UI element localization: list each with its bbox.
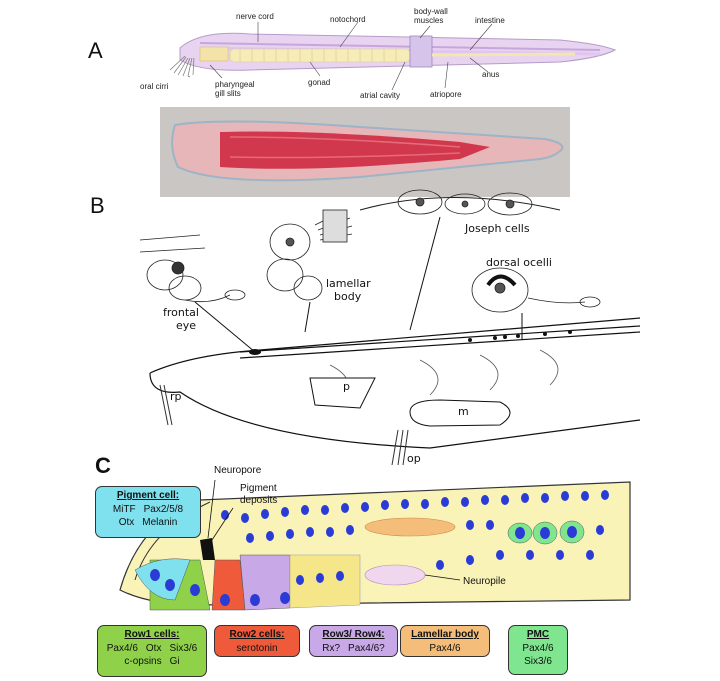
row1-title: Row1 cells: [124, 629, 180, 640]
amphioxus-photo [160, 107, 570, 197]
row1-gene-pax46: Pax4/6 [106, 643, 138, 654]
label-lamellar: lamellar [326, 277, 371, 290]
label-body: body [334, 290, 362, 303]
head-schematic [139, 189, 641, 466]
label-joseph-cells: Joseph cells [465, 222, 530, 235]
pigment-gene-pax258: Pax2/5/8 [143, 504, 184, 515]
row34-box: Row3/ Row4: Rx? Pax4/6? [309, 625, 398, 657]
m-shape [409, 399, 511, 427]
oral-cirri-shape [169, 55, 195, 77]
label-gill-slits: gill slits [215, 89, 241, 98]
label-nerve-cord: nerve cord [236, 12, 274, 21]
row2-title: Row2 cells: [229, 629, 285, 640]
nerve-cord-shape [199, 42, 601, 51]
panel-c-letter: C [95, 453, 111, 478]
lamellar-gene-pax46: Pax4/6 [429, 643, 461, 654]
dorsal-ocelli-drawing [471, 267, 601, 313]
lamellar-box: Lamellar body Pax4/6 [400, 625, 490, 657]
label-pigment: Pigment [240, 483, 277, 494]
row1-gene-copsins: c-opsins [124, 656, 162, 667]
frontal-eye-cell-map [119, 479, 631, 611]
panel-a-letter: A [88, 38, 103, 63]
label-frontal: frontal [163, 306, 199, 319]
label-pharyngeal: pharyngeal [215, 80, 255, 89]
label-body-wall: body-wall [414, 7, 448, 16]
neuropile-shape [364, 564, 426, 586]
label-intestine: intestine [475, 16, 505, 25]
head-body-outline [149, 317, 641, 449]
row1-gene-six36: Six3/6 [169, 643, 198, 654]
label-muscles: muscles [414, 16, 444, 25]
pmc-title: PMC [526, 629, 550, 640]
label-oral-cirri: oral cirri [140, 82, 169, 91]
pmc-gene-pax46: Pax4/6 [522, 643, 554, 654]
row2-box: Row2 cells: serotonin [214, 625, 300, 657]
pigment-cell-shape [134, 558, 191, 601]
gonad-row [229, 48, 411, 63]
row34-gene-pax46: Pax4/6? [348, 643, 385, 654]
body-wall-muscle-band [409, 35, 433, 68]
panel-c-pointers [207, 479, 461, 581]
row1-box: Row1 cells: Pax4/6 Otx Six3/6 c-opsins Gi [97, 625, 207, 677]
pigment-deposit [200, 538, 215, 560]
pigment-cell-title: Pigment cell: [116, 490, 180, 501]
lamellar-body-drawing [266, 209, 353, 301]
label-anus: anus [482, 70, 500, 79]
pigment-cell-box: Pigment cell: MiTF Pax2/5/8 Otx Melanin [95, 486, 201, 538]
label-dorsal-ocelli: dorsal ocelli [486, 256, 552, 269]
rp-shape [159, 384, 173, 426]
amphioxus-schematic [169, 21, 617, 91]
lamellar-body-shape [364, 517, 456, 537]
row34-gene-rx: Rx? [322, 643, 341, 654]
row1-gene-gi: Gi [169, 656, 180, 667]
row34-title: Row3/ Row4: [322, 629, 385, 640]
pmc-gene-six36: Six3/6 [524, 656, 552, 667]
fan-cells [289, 554, 361, 609]
label-rp: rp [170, 390, 182, 403]
p-shape [309, 377, 376, 409]
label-m: m [458, 405, 469, 418]
label-deposits: deposits [240, 495, 278, 506]
pigment-gene-otx: Otx [118, 517, 135, 528]
pigment-gene-melanin: Melanin [142, 517, 178, 528]
lamellar-title: Lamellar body [411, 629, 479, 640]
panel-a-leaders [187, 21, 493, 91]
label-op: op [407, 452, 421, 465]
nuclei [150, 490, 609, 606]
panel-b-letter: B [90, 193, 105, 218]
label-neuropore: Neuropore [214, 465, 262, 476]
label-gonad: gonad [308, 78, 331, 87]
pharynx-shape [199, 46, 229, 62]
label-notochord: notochord [330, 15, 366, 24]
row1-gene-otx: Otx [145, 643, 162, 654]
ocelli-dots [249, 330, 572, 355]
label-eye: eye [176, 319, 197, 332]
intestine-shape [431, 52, 576, 57]
pigment-gene-mitf: MiTF [112, 504, 136, 515]
label-p: p [343, 380, 350, 393]
amphioxus-photo-specimen [171, 120, 564, 182]
row2-gene-serotonin: serotonin [236, 643, 278, 654]
label-atrial-cavity: atrial cavity [360, 91, 401, 100]
joseph-cells-drawing [397, 189, 533, 216]
pmc-box: PMC Pax4/6 Six3/6 [508, 625, 568, 675]
op-shape [391, 429, 409, 466]
label-atriopore: atriopore [430, 90, 462, 99]
panel-b-pointers [194, 216, 523, 353]
label-neuropile: Neuropile [463, 576, 506, 587]
frontal-eye-drawing [139, 234, 246, 303]
